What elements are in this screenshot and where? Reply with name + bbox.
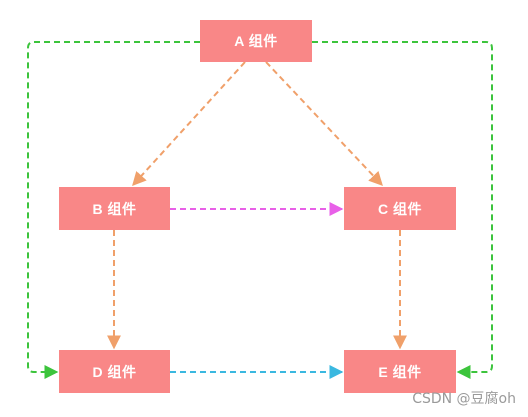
- node-c-label: C 组件: [378, 200, 422, 217]
- edge-a-to-b: [132, 61, 246, 187]
- edge-a-to-c: [265, 61, 383, 187]
- edge-a-to-e: [312, 41, 493, 379]
- node-b-label: B 组件: [92, 200, 137, 217]
- node-b: B 组件: [59, 187, 170, 230]
- node-d-label: D 组件: [92, 363, 137, 380]
- node-e: E 组件: [344, 350, 456, 393]
- node-a-label: A 组件: [234, 33, 278, 49]
- node-a: A 组件: [200, 20, 312, 62]
- node-d: D 组件: [59, 350, 170, 393]
- node-c: C 组件: [344, 187, 456, 230]
- node-e-label: E 组件: [378, 363, 422, 380]
- edge-a-to-d: [27, 41, 200, 379]
- watermark-text: CSDN @豆腐oh: [412, 391, 516, 407]
